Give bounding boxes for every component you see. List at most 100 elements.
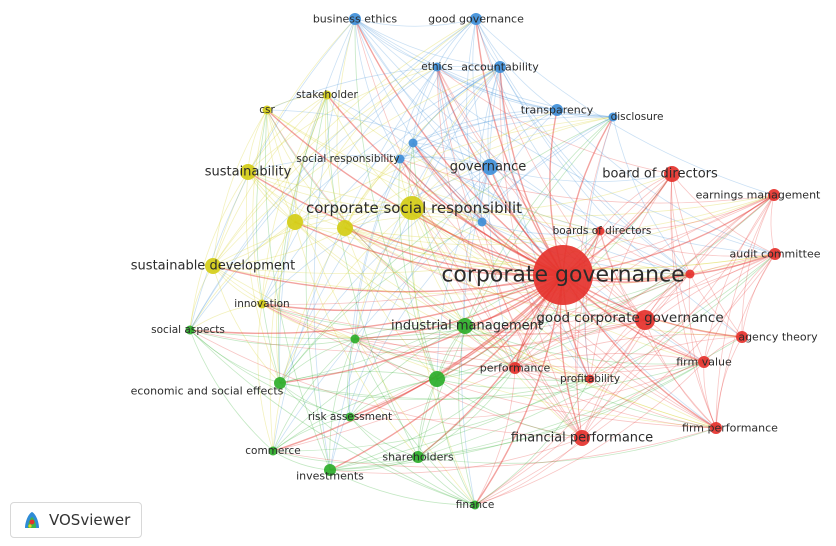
network-link [464,325,717,429]
node-profitability[interactable] [585,374,595,384]
network-link [412,66,438,144]
node-innovation[interactable] [257,299,267,309]
vosviewer-badge[interactable]: VOSviewer [10,502,142,538]
network-link [354,18,438,380]
network-link [212,18,477,267]
node-label-good-corporate-governance: good corporate governance [536,310,723,326]
network-link [412,114,614,144]
network-link [189,329,583,439]
network-link [354,338,591,381]
node-green-unlabeled-2[interactable] [429,371,445,387]
network-link [399,158,775,204]
node-ethics[interactable] [432,62,442,72]
node-governance[interactable] [482,159,498,175]
node-blue-unlabeled-1[interactable] [408,138,418,148]
network-link [499,66,583,439]
network-link [279,207,413,384]
node-board-of-directors[interactable] [664,166,680,182]
network-link [252,109,268,305]
node-csr[interactable] [262,105,272,115]
network-link [354,142,414,340]
node-accountability[interactable] [494,61,506,73]
network-link [399,109,558,160]
network-link [261,303,705,368]
network-link [399,116,614,160]
network-link [412,142,717,429]
node-blue-unlabeled-2[interactable] [477,217,487,227]
node-risk-assessment[interactable] [345,412,355,422]
node-label-social-responsibility: social responsibility [296,153,399,165]
network-link [326,94,413,209]
network-link [436,66,558,111]
network-link [247,171,296,223]
node-industrial-management[interactable] [457,318,473,334]
node-good-governance[interactable] [470,13,482,25]
node-boards-of-directors[interactable] [595,226,605,236]
node-red-unlabeled-1[interactable] [685,269,695,279]
network-link [336,18,356,229]
node-yellow-unlabeled-1[interactable] [287,214,303,230]
network-link [247,171,413,209]
node-label-board-of-directors: board of directors [602,167,718,182]
network-link [354,338,476,506]
network-link [671,173,743,338]
node-finance[interactable] [470,500,480,510]
network-link [417,456,476,506]
node-transparency[interactable] [551,104,563,116]
node-label-corporate-social-responsibility: corporate social responsibilit [306,199,522,217]
node-firm-performance[interactable] [710,422,722,434]
node-good-corporate-governance[interactable] [635,310,655,330]
network-link [436,66,516,369]
node-disclosure[interactable] [608,112,618,122]
network-link [349,325,466,418]
node-social-responsibility[interactable] [395,154,405,164]
network-link [305,94,331,471]
node-label-industrial-management: industrial management [391,319,543,334]
node-yellow-unlabeled-2[interactable] [337,220,353,236]
network-link [189,329,281,384]
node-commerce[interactable] [268,446,278,456]
node-stakeholder[interactable] [322,90,332,100]
network-link [354,18,483,223]
node-label-boards-of-directors: boards of directors [553,225,652,237]
network-link [411,207,591,380]
network-link [599,173,673,232]
node-green-unlabeled-1[interactable] [350,334,360,344]
node-social-aspects[interactable] [185,325,195,335]
network-link [261,221,296,305]
network-link [411,116,614,209]
node-sustainability[interactable] [240,164,256,180]
network-link [344,142,414,229]
node-business-ethics[interactable] [349,13,361,25]
network-link [329,361,705,471]
network-link [261,194,775,305]
node-economic-and-social-effects[interactable] [274,377,286,389]
node-firm-value[interactable] [698,356,710,368]
node-investments[interactable] [324,464,336,476]
node-sustainable-development[interactable] [205,258,221,274]
network-link [436,66,491,168]
node-financial-performance[interactable] [574,430,590,446]
network-link [436,66,705,363]
node-shareholders[interactable] [412,451,424,463]
node-corporate-social-responsibility[interactable] [400,196,424,220]
network-link [354,338,583,439]
network-link [344,227,691,279]
network-nodes[interactable] [185,13,782,510]
node-corporate-governance[interactable] [533,245,593,305]
node-audit-committee[interactable] [769,248,781,260]
node-agency-theory[interactable] [736,331,748,343]
node-earnings-management[interactable] [768,189,780,201]
network-link [474,319,646,506]
network-link [349,416,476,506]
node-label-disclosure: disclosure [611,111,664,123]
node-label-shareholders: shareholders [382,451,454,464]
network-link [599,230,717,429]
network-link [399,66,438,160]
network-link [189,329,356,346]
node-label-firm-value: firm value [676,356,732,369]
node-label-business-ethics: business ethics [313,13,398,26]
node-performance[interactable] [509,362,521,374]
